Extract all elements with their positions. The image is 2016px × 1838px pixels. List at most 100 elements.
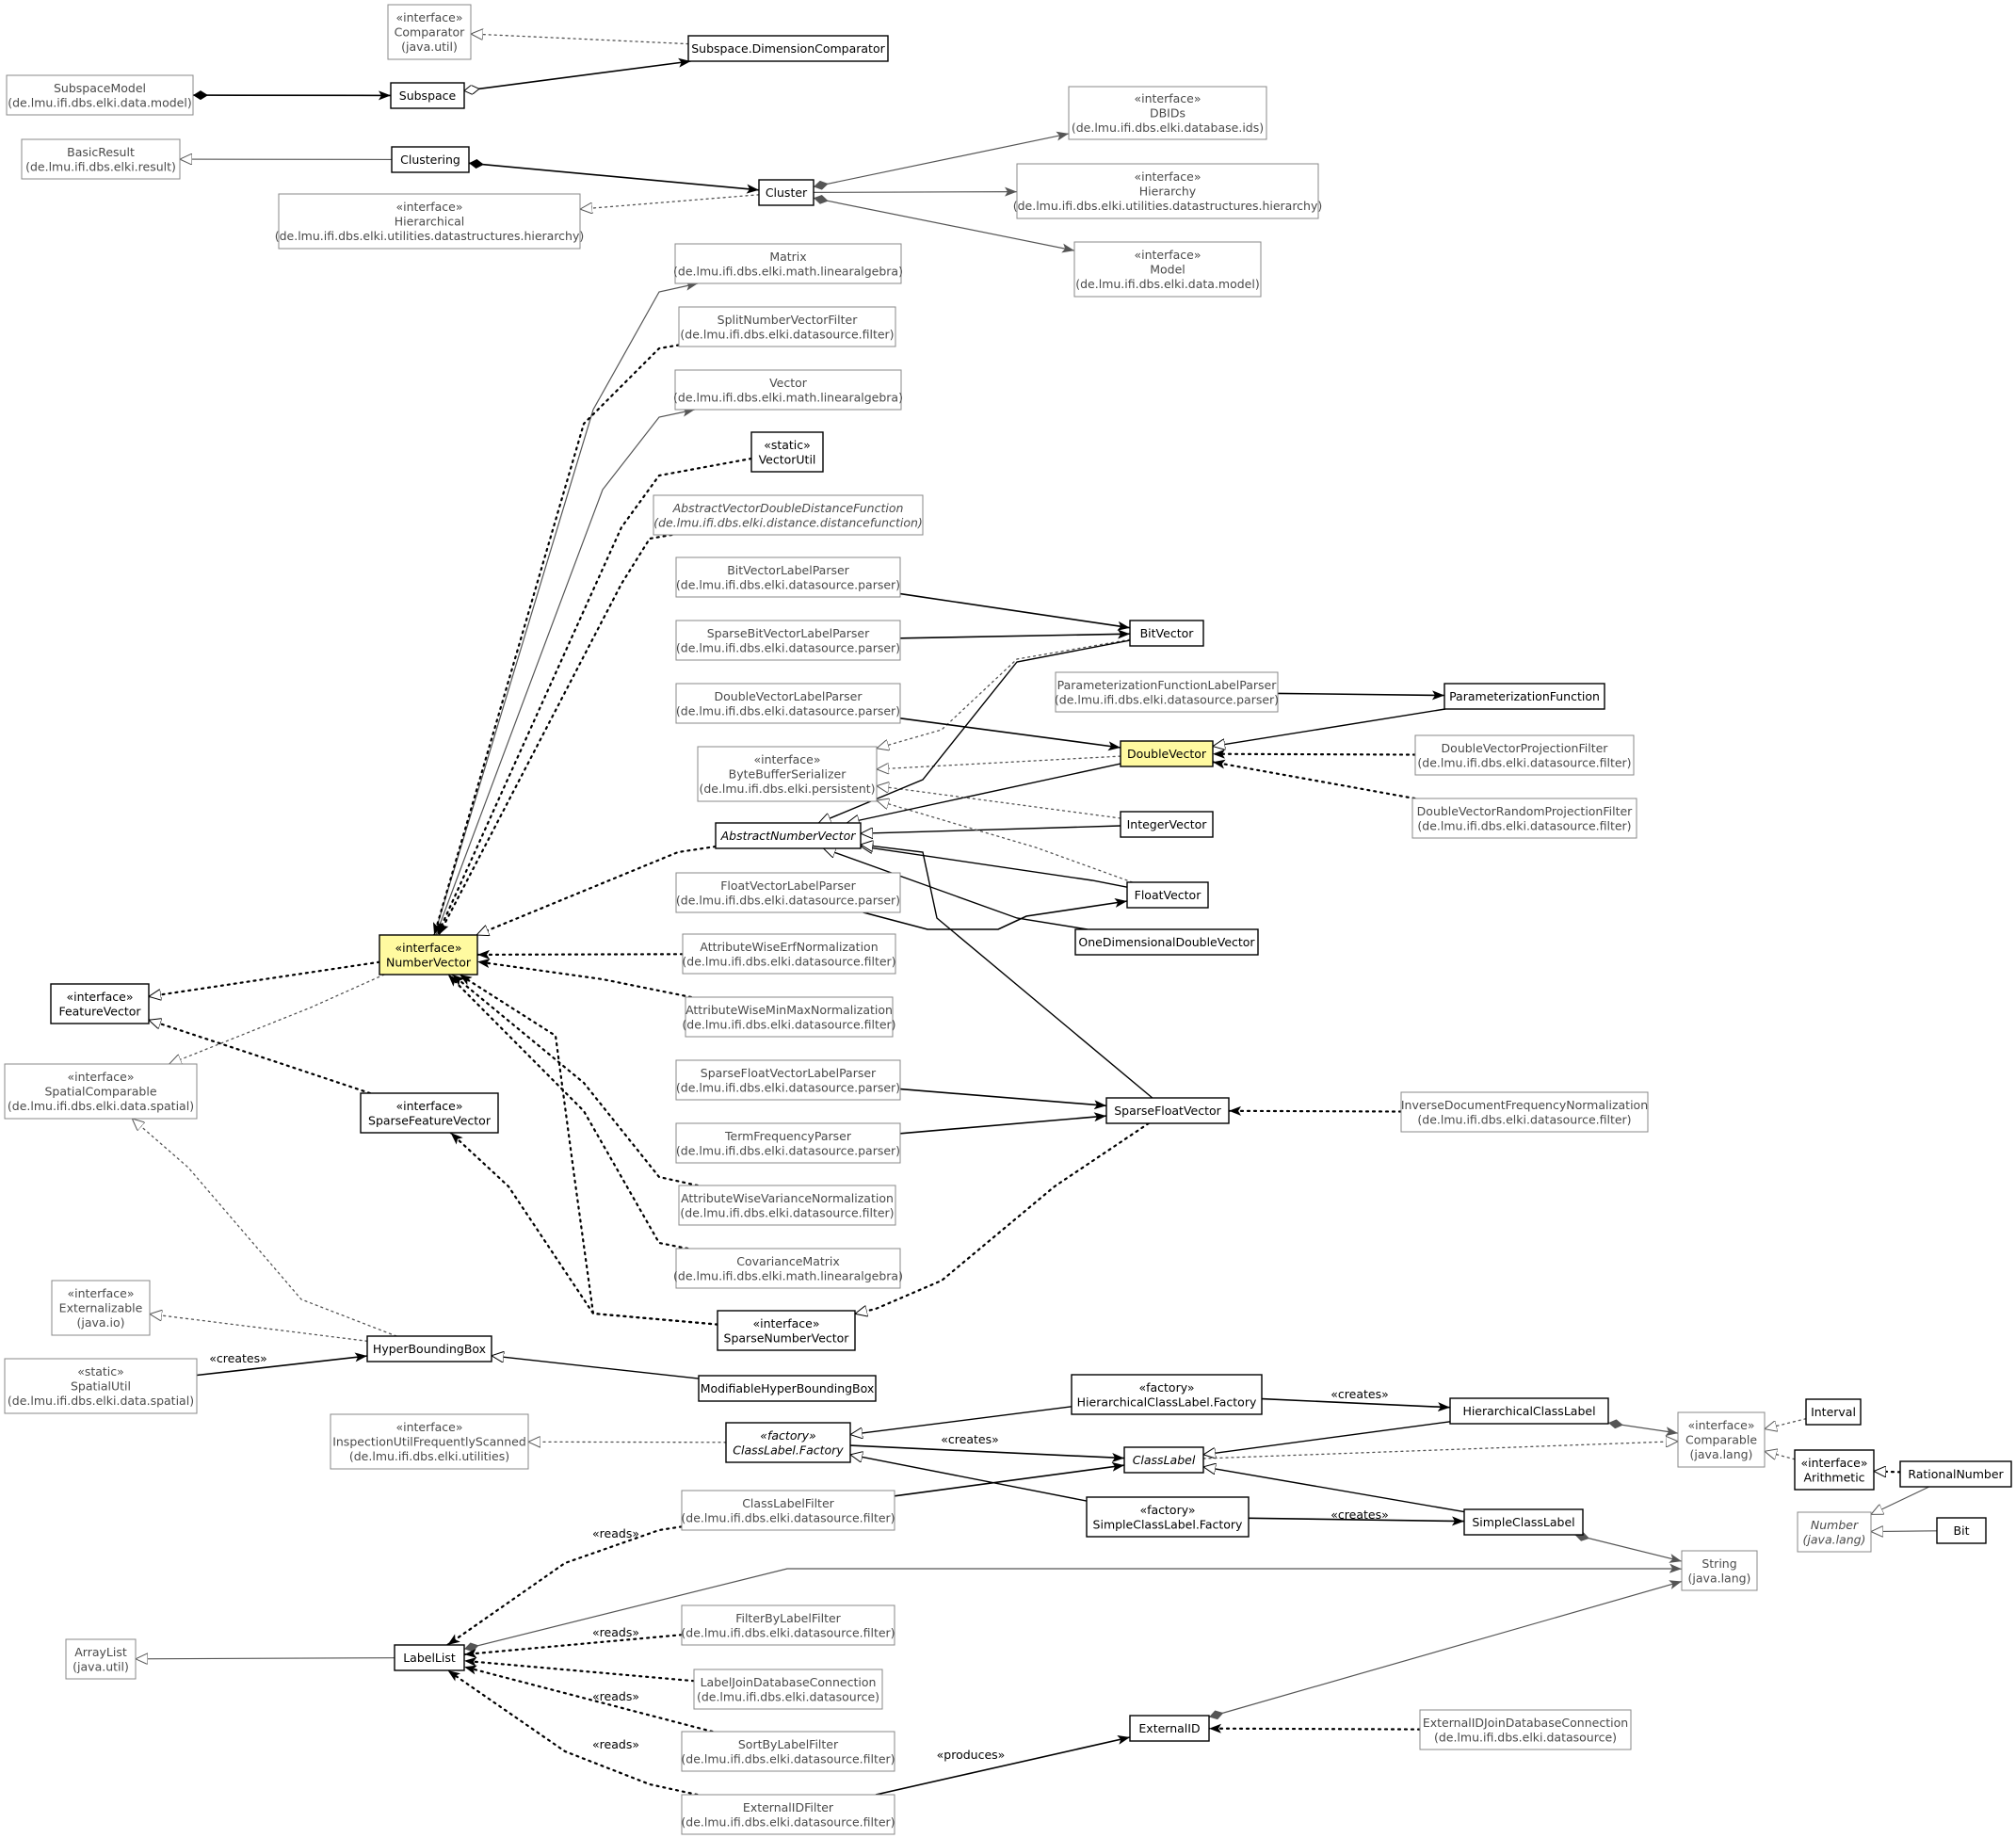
class-node-fblf[interactable]: FilterByLabelFilter(de.lmu.ifi.dbs.elki.… (681, 1604, 895, 1646)
edge-labellist-to-string (463, 1563, 1683, 1653)
class-node-comparable[interactable]: «interface»Comparable(java.lang) (1677, 1411, 1766, 1468)
class-node-number[interactable]: Number(java.lang) (1797, 1511, 1872, 1553)
class-box (1086, 1496, 1250, 1538)
class-box (50, 983, 150, 1024)
class-node-spatialutil[interactable]: «static»SpatialUtil(de.lmu.ifi.dbs.elki.… (4, 1358, 198, 1414)
class-node-sparsenumbervector[interactable]: «interface»SparseNumberVector (717, 1310, 856, 1351)
stereotype-label: «factory» (760, 1428, 815, 1443)
class-node-classlabel[interactable]: ClassLabel (1123, 1446, 1204, 1474)
class-node-spatialcomp[interactable]: «interface»SpatialComparable(de.lmu.ifi.… (4, 1063, 198, 1120)
class-node-pflp[interactable]: ParameterizationFunctionLabelParser(de.l… (1055, 671, 1279, 713)
package-name: (de.lmu.ifi.dbs.elki.data.model) (8, 95, 191, 109)
class-node-eidf[interactable]: ExternalIDFilter(de.lmu.ifi.dbs.elki.dat… (681, 1794, 895, 1835)
class-node-fvlp[interactable]: FloatVectorLabelParser(de.lmu.ifi.dbs.el… (675, 872, 901, 913)
package-name: (de.lmu.ifi.dbs.elki.utilities.datastruc… (275, 229, 585, 243)
class-node-sclf[interactable]: «factory»SimpleClassLabel.Factory (1086, 1496, 1250, 1538)
class-node-numbervector[interactable]: «interface»NumberVector (379, 934, 478, 975)
package-name: (de.lmu.ifi.dbs.elki.datasource.filter) (682, 1017, 895, 1031)
class-node-hierarchical[interactable]: «interface»Hierarchical(de.lmu.ifi.dbs.e… (275, 193, 585, 250)
class-name: DoubleVector (1127, 747, 1207, 761)
edge-cluster-to-hierarchy (813, 186, 1018, 197)
class-node-bit[interactable]: Bit (1936, 1517, 1987, 1544)
class-node-externalid[interactable]: ExternalID (1129, 1715, 1210, 1742)
class-node-awmmn[interactable]: AttributeWiseMinMaxNormalization(de.lmu.… (682, 996, 896, 1038)
package-name: HierarchicalClassLabel.Factory (1077, 1395, 1257, 1409)
class-node-anv[interactable]: AbstractNumberVector (715, 822, 862, 849)
package-name: (de.lmu.ifi.dbs.elki.datasource.filter) (1417, 818, 1631, 832)
edge-label-produces: «produces» (937, 1748, 1006, 1762)
class-node-basicresult[interactable]: BasicResult(de.lmu.ifi.dbs.elki.result) (21, 138, 181, 180)
class-node-doublevector[interactable]: DoubleVector (1120, 740, 1214, 767)
class-node-sblf[interactable]: SortByLabelFilter(de.lmu.ifi.dbs.elki.da… (681, 1731, 895, 1772)
class-node-bvlp[interactable]: BitVectorLabelParser(de.lmu.ifi.dbs.elki… (675, 556, 901, 598)
package-name: (de.lmu.ifi.dbs.elki.database.ids) (1072, 121, 1264, 135)
edge-bit-to-number (1871, 1531, 1938, 1532)
class-node-dvrpf[interactable]: DoubleVectorRandomProjectionFilter(de.lm… (1411, 798, 1637, 839)
class-node-tfp[interactable]: TermFrequencyParser(de.lmu.ifi.dbs.elki.… (675, 1122, 901, 1164)
class-node-paramfunc[interactable]: ParameterizationFunction (1443, 683, 1605, 710)
class-node-eidjdc[interactable]: ExternalIDJoinDatabaseConnection(de.lmu.… (1419, 1709, 1632, 1750)
class-name: ExternalIDJoinDatabaseConnection (1423, 1716, 1628, 1730)
class-node-mhbb[interactable]: ModifiableHyperBoundingBox (698, 1375, 877, 1402)
class-node-sfvlp[interactable]: SparseFloatVectorLabelParser(de.lmu.ifi.… (675, 1059, 901, 1101)
class-node-labellist[interactable]: LabelList (394, 1644, 465, 1671)
class-node-dvpf[interactable]: DoubleVectorProjectionFilter(de.lmu.ifi.… (1414, 734, 1635, 776)
class-node-iufs[interactable]: «interface»InspectionUtilFrequentlyScann… (330, 1413, 529, 1470)
class-node-awvn[interactable]: AttributeWiseVarianceNormalization(de.lm… (678, 1185, 896, 1226)
class-node-bbs[interactable]: «interface»ByteBufferSerializer(de.lmu.i… (697, 746, 878, 802)
class-node-clf[interactable]: «factory»ClassLabel.Factory (725, 1422, 851, 1463)
class-node-integervector[interactable]: IntegerVector (1120, 811, 1214, 838)
class-node-dimcomp[interactable]: Subspace.DimensionComparator (687, 35, 889, 62)
package-name: (de.lmu.ifi.dbs.elki.datasource.parser) (676, 893, 900, 907)
class-box (674, 243, 902, 284)
class-node-interval[interactable]: Interval (1805, 1398, 1862, 1426)
package-name: ByteBufferSerializer (729, 767, 847, 782)
class-node-covmatrix[interactable]: CovarianceMatrix(de.lmu.ifi.dbs.elki.mat… (673, 1248, 903, 1289)
class-name: ParameterizationFunction (1449, 689, 1600, 703)
package-name: ClassLabel.Factory (733, 1443, 844, 1457)
class-node-clustering[interactable]: Clustering (391, 146, 470, 173)
class-node-sparsefeaturevector[interactable]: «interface»SparseFeatureVector (360, 1092, 499, 1134)
class-node-bitvector[interactable]: BitVector (1129, 620, 1204, 647)
class-node-matrix[interactable]: Matrix(de.lmu.ifi.dbs.elki.math.linearal… (673, 243, 903, 284)
stereotype-label: «interface» (395, 1099, 462, 1113)
package-name: (de.lmu.ifi.dbs.elki.utilities) (349, 1449, 509, 1463)
class-node-subspacemodel[interactable]: SubspaceModel(de.lmu.ifi.dbs.elki.data.m… (6, 74, 194, 116)
class-node-hierarchy[interactable]: «interface»Hierarchy(de.lmu.ifi.dbs.elki… (1013, 163, 1323, 219)
class-node-classlabelfilter[interactable]: ClassLabelFilter(de.lmu.ifi.dbs.elki.dat… (681, 1490, 895, 1531)
class-node-comparator[interactable]: «interface»Comparator(java.util) (387, 4, 472, 60)
class-node-dvlp[interactable]: DoubleVectorLabelParser(de.lmu.ifi.dbs.e… (675, 683, 901, 724)
package-name: (java.lang) (1688, 1571, 1751, 1585)
class-node-sbvlp[interactable]: SparseBitVectorLabelParser(de.lmu.ifi.db… (675, 620, 901, 661)
class-node-sparsefloatvector[interactable]: SparseFloatVector (1105, 1097, 1230, 1124)
class-node-vectorutil[interactable]: «static»VectorUtil (750, 431, 824, 473)
class-node-avddf[interactable]: AbstractVectorDoubleDistanceFunction(de.… (653, 494, 924, 536)
class-node-hcl[interactable]: HierarchicalClassLabel (1449, 1397, 1609, 1425)
edge-hcl-to-comparable (1607, 1419, 1679, 1437)
class-box (330, 1413, 529, 1470)
class-node-awen[interactable]: AttributeWiseErfNormalization(de.lmu.ifi… (682, 933, 896, 975)
class-node-hclf[interactable]: «factory»HierarchicalClassLabel.Factory (1071, 1374, 1263, 1415)
class-node-dbids[interactable]: «interface»DBIDs(de.lmu.ifi.dbs.elki.dat… (1068, 86, 1267, 140)
class-node-odv[interactable]: OneDimensionalDoubleVector (1074, 928, 1259, 956)
class-node-string[interactable]: String(java.lang) (1681, 1550, 1758, 1591)
class-node-model[interactable]: «interface»Model(de.lmu.ifi.dbs.elki.dat… (1073, 241, 1262, 298)
class-node-featurevector[interactable]: «interface»FeatureVector (50, 983, 150, 1024)
class-node-splitnvf[interactable]: SplitNumberVectorFilter(de.lmu.ifi.dbs.e… (678, 306, 896, 347)
edge-sclf-to-scl (1248, 1516, 1465, 1526)
class-node-cluster[interactable]: Cluster (758, 179, 814, 206)
class-node-idfn[interactable]: InverseDocumentFrequencyNormalization(de… (1400, 1091, 1649, 1133)
class-node-ljdc[interactable]: LabelJoinDatabaseConnection(de.lmu.ifi.d… (693, 1669, 883, 1710)
class-node-hbb[interactable]: HyperBoundingBox (366, 1335, 492, 1362)
edge-eidjdc-to-externalid (1207, 1723, 1422, 1733)
class-node-arithmetic[interactable]: «interface»Arithmetic (1794, 1449, 1875, 1491)
class-node-floatvector[interactable]: FloatVector (1126, 881, 1209, 909)
class-node-scl[interactable]: SimpleClassLabel (1463, 1508, 1584, 1536)
class-node-externalizable[interactable]: «interface»Externalizable(java.io) (51, 1280, 151, 1336)
class-node-rational[interactable]: RationalNumber (1899, 1460, 2012, 1488)
class-node-arraylist[interactable]: ArrayList(java.util) (65, 1638, 137, 1680)
class-node-vector[interactable]: Vector(de.lmu.ifi.dbs.elki.math.linearal… (673, 369, 903, 411)
class-node-subspace[interactable]: Subspace (390, 82, 465, 109)
class-box (675, 1122, 901, 1164)
class-box (674, 369, 902, 411)
